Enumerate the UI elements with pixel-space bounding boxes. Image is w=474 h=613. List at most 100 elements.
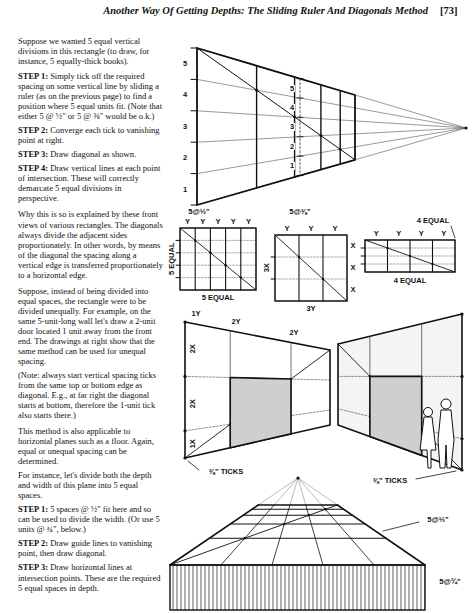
perspective-rectangle: [197, 48, 355, 205]
dimension-label: Y: [373, 230, 380, 238]
horizontal-guide: [275, 257, 347, 258]
division-line: [320, 85, 321, 170]
vanishing-guide: [274, 478, 298, 505]
ruler-tick: [297, 136, 303, 137]
dimension-label: Y: [283, 225, 290, 233]
door: [230, 378, 291, 448]
floor-guide: [322, 505, 374, 565]
floor-guide: [221, 505, 274, 565]
dimension-label: 1: [289, 162, 295, 170]
division-line: [195, 228, 196, 290]
page-number: [73]: [440, 5, 458, 16]
vanishing-point: [464, 126, 467, 129]
floor-back-edge: [258, 504, 337, 505]
ruler-tick: [297, 117, 303, 118]
tick-dot: [183, 320, 186, 323]
alternate-ruler-line: [300, 79, 301, 176]
dimension-label: 2X: [189, 343, 197, 354]
dimension-label: 5@½": [187, 208, 210, 216]
dimension-label: Y: [395, 230, 402, 238]
body-paragraph: STEP 2: Converge each tick to vanishing …: [18, 125, 163, 145]
body-paragraph: For instance, let's divide both the dept…: [18, 470, 163, 500]
body-paragraph: (Note: always start vertical spacing tic…: [18, 370, 163, 420]
division-line: [210, 228, 211, 290]
wall-outline: [338, 314, 462, 470]
vanishing-guide: [197, 111, 466, 128]
dimension-label: 5@⅜": [288, 208, 311, 216]
body-paragraph: STEP 1: 5 spaces @ ½" fit here and so ca…: [18, 504, 163, 534]
dimension-label: 3X: [263, 262, 271, 273]
body-paragraph: STEP 3: Draw horizontal lines at interse…: [18, 562, 163, 592]
intersection-dot: [320, 134, 323, 137]
woman-head: [424, 408, 433, 417]
body-paragraph: STEP 1: Simply tick off the required spa…: [18, 71, 163, 121]
body-paragraph: Why this is so is explained by these fro…: [18, 209, 163, 279]
diagonal: [338, 344, 462, 470]
tick-dot: [183, 429, 186, 432]
dimension-label: X: [349, 286, 356, 294]
ruler-tick: [297, 156, 303, 157]
depth-line: [243, 515, 352, 516]
depth-line: [230, 524, 365, 525]
intersection-dot: [293, 116, 296, 119]
dimension-label: Y: [199, 218, 206, 226]
ruler-tick: [361, 248, 365, 249]
dimension-label: Y: [184, 218, 191, 226]
division-line: [340, 91, 341, 164]
intersection-dot: [307, 514, 310, 517]
dimension-label: X: [349, 242, 356, 250]
ruler-tick: [176, 277, 180, 278]
wall-outline: [185, 322, 330, 458]
division-line: [409, 240, 410, 272]
vanishing-point: [296, 476, 299, 479]
dimension-label: 3: [289, 123, 295, 131]
vanishing-guide: [290, 478, 298, 505]
body-paragraph: STEP 4: Draw vertical lines at each poin…: [18, 163, 163, 203]
tick-dot: [460, 437, 463, 440]
intersection-dot: [283, 523, 286, 526]
dimension-label: 4: [289, 104, 295, 112]
tick-dot: [183, 456, 186, 459]
horizontal-guide: [180, 277, 256, 278]
ruler-tick: [176, 240, 180, 241]
tick-dot: [460, 468, 463, 471]
intersection-dot: [322, 278, 324, 280]
dimension-label: 4 EQUAL: [416, 217, 451, 225]
tick-dot: [183, 375, 186, 378]
floor-front-face: [170, 565, 425, 610]
body-paragraph: Suppose we wanted 5 equal vertical divis…: [18, 36, 163, 66]
diagonal: [365, 240, 455, 272]
dimension-label: 4 EQUAL: [393, 277, 428, 285]
intersection-dot: [298, 256, 300, 258]
floor-guide: [170, 505, 258, 565]
dimension-label: 5 EQUAL: [167, 242, 175, 277]
ruler-tick: [176, 265, 180, 266]
division-line: [432, 240, 433, 272]
dimension-label: ⅜" TICKS: [372, 477, 408, 485]
dimension-label: 5: [182, 60, 188, 68]
intersection-dot: [339, 148, 342, 151]
dimension-label: 5@¾": [438, 578, 461, 586]
ruler-tick: [271, 257, 275, 258]
vanishing-guide: [298, 478, 306, 505]
intersection-dot: [209, 252, 211, 254]
dimension-label: 5: [289, 85, 295, 93]
horizontal-guide: [275, 279, 347, 280]
body-paragraph: STEP 3: Draw diagonal as shown.: [18, 149, 163, 159]
dimension-label: ⅜" TICKS: [208, 468, 244, 476]
horizontal-guide: [180, 252, 256, 253]
text-column: Suppose we wanted 5 equal vertical divis…: [18, 36, 163, 593]
man-head: [441, 399, 451, 409]
ruler-tick: [361, 264, 365, 265]
diagonal: [180, 228, 256, 290]
intersection-dot: [224, 264, 226, 266]
intersection-dot: [324, 508, 327, 511]
floor-guide: [272, 505, 290, 565]
horizontal-guide: [365, 264, 455, 265]
diagonal: [185, 350, 330, 458]
dimension-label: Y: [440, 230, 447, 238]
ruler-tick: [297, 98, 303, 99]
dimension-label: 2: [182, 154, 188, 162]
intersection-dot: [431, 263, 433, 265]
front-view-rectangle: [275, 235, 347, 301]
